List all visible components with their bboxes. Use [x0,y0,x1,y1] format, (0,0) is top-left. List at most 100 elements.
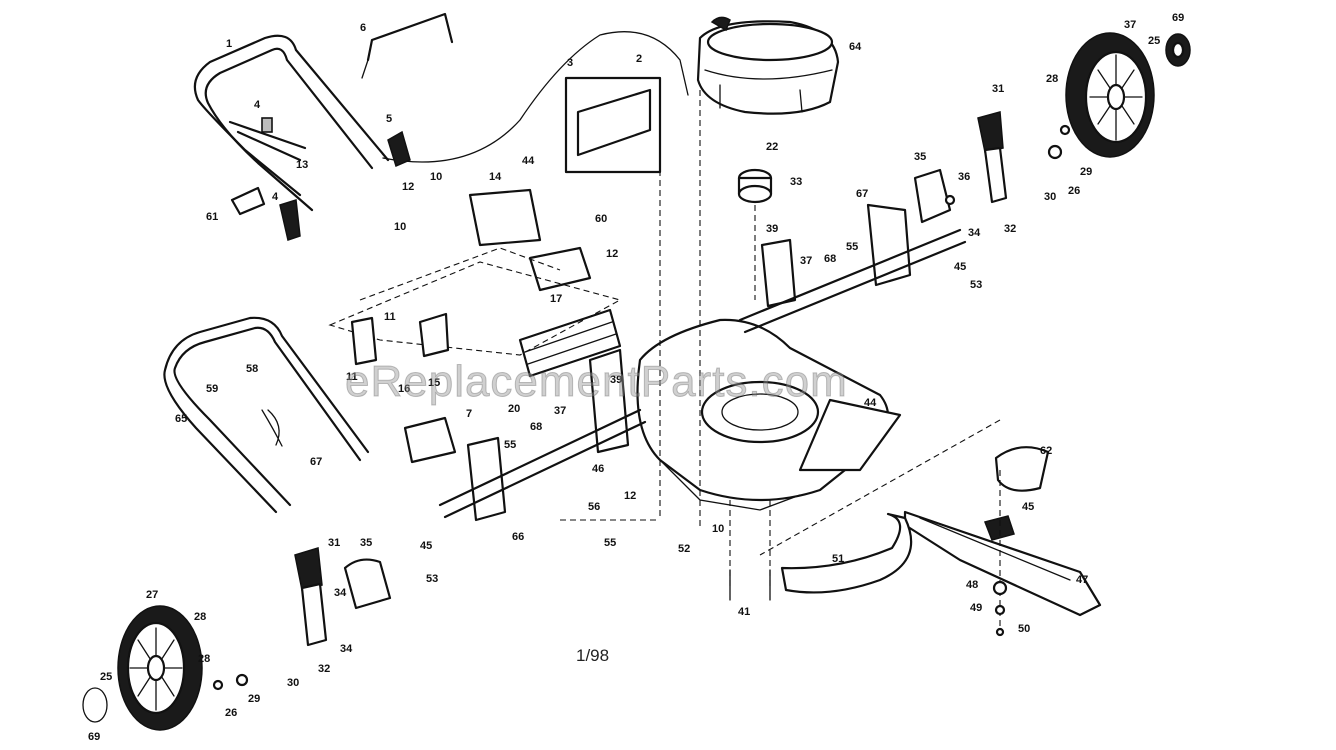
assembly-lines [560,90,1001,640]
handle-bolt-4 [261,117,273,133]
callout-65: 65 [175,413,187,425]
hardware-bolts [212,124,1071,691]
callout-25: 25 [1148,35,1160,47]
callout-22: 22 [766,141,778,153]
callout-44: 44 [522,155,535,167]
callout-30: 30 [1044,191,1056,203]
callout-26: 26 [1068,185,1080,197]
callout-37c: 37 [554,405,566,417]
callout-67b: 67 [310,456,322,468]
height-plate-35-left [343,558,392,610]
callout-5: 5 [386,113,392,125]
callout-4b: 4 [272,191,279,203]
callout-32b: 32 [318,663,330,675]
callout-3: 3 [567,57,573,69]
callout-labels: 1 6 2 3 64 37 69 4 5 13 61 4 22 33 25 28… [88,12,1184,743]
rear-flap-bracket [350,312,450,366]
lower-handle-59 [163,316,370,514]
discharge-chute-7 [403,416,457,464]
callout-1: 1 [226,38,232,50]
callout-37: 37 [1124,19,1136,31]
rear-cover-17 [468,188,592,292]
callout-17: 17 [550,293,562,305]
blade-adapter-66 [983,515,1015,541]
handle-bracket-61 [230,186,266,216]
height-adjuster-bracket-right [760,168,952,308]
handle-knob-5 [387,130,411,168]
callout-16: 16 [398,383,410,395]
callout-69: 69 [1172,12,1184,24]
callout-11: 11 [384,311,396,323]
callout-27: 27 [146,589,158,601]
height-lever-31-left [294,547,328,647]
callout-59: 59 [206,383,218,395]
callout-55: 55 [846,241,858,253]
callout-52: 52 [678,543,690,555]
callout-49: 49 [970,602,982,614]
mulch-baffle-51 [780,512,913,594]
callout-41: 41 [738,606,750,618]
callout-28b: 28 [194,611,206,623]
callout-50: 50 [1018,623,1030,635]
callout-20: 20 [508,403,520,415]
callout-29: 29 [1080,166,1092,178]
callout-67: 67 [856,188,868,200]
callout-10: 10 [430,171,442,183]
callout-14: 14 [489,171,502,183]
callout-26b: 26 [225,707,237,719]
callout-68b: 68 [530,421,542,433]
callout-34c: 34 [340,643,353,655]
callout-34b: 34 [334,587,347,599]
callout-55b: 55 [504,439,516,451]
side-discharge-shield-20 [518,308,622,378]
handle-knob-lower-4 [279,199,301,241]
callout-56: 56 [588,501,600,513]
callout-10b: 10 [394,221,406,233]
callout-25b: 25 [100,671,112,683]
callout-47: 47 [1076,574,1088,586]
callout-68: 68 [824,253,836,265]
callout-53: 53 [970,279,982,291]
callout-45b: 45 [420,540,432,552]
callout-66: 66 [512,531,524,543]
upper-handle [193,31,689,212]
callout-12c: 12 [624,490,636,502]
watermark: eReplacementParts.com [345,357,848,406]
baffle-3 [564,76,662,174]
callout-36: 36 [958,171,970,183]
callout-32: 32 [1004,223,1016,235]
callout-6: 6 [360,22,366,34]
axle-rear [738,228,967,334]
callout-48: 48 [966,579,978,591]
callout-58: 58 [246,363,258,375]
front-wheel-27-left [117,605,203,731]
callout-45: 45 [954,261,966,273]
callout-12: 12 [402,181,414,193]
callout-28c: 28 [198,653,210,665]
callout-64: 64 [849,41,862,53]
callout-53b: 53 [426,573,438,585]
drawing-code: 1/98 [576,646,609,665]
callout-51: 51 [832,553,844,565]
callout-33: 33 [790,176,802,188]
callout-46: 46 [592,463,604,475]
callout-34: 34 [968,227,981,239]
callout-2: 2 [636,53,642,65]
callout-60: 60 [595,213,607,225]
rear-wheel-27-right [1065,32,1155,158]
blade-adapter-22 [737,168,773,204]
callout-30b: 30 [287,677,299,689]
callout-35b: 35 [360,537,372,549]
callout-29b: 29 [248,693,260,705]
callout-13: 13 [296,159,308,171]
callout-61: 61 [206,211,218,223]
callout-31b: 31 [328,537,340,549]
height-adjuster-bracket-left [466,348,630,522]
callout-55c: 55 [604,537,616,549]
control-rod-6 [361,12,454,79]
callout-69b: 69 [88,731,100,743]
callout-15: 15 [428,377,440,389]
callout-44b: 44 [864,397,877,409]
callout-7: 7 [466,408,472,420]
